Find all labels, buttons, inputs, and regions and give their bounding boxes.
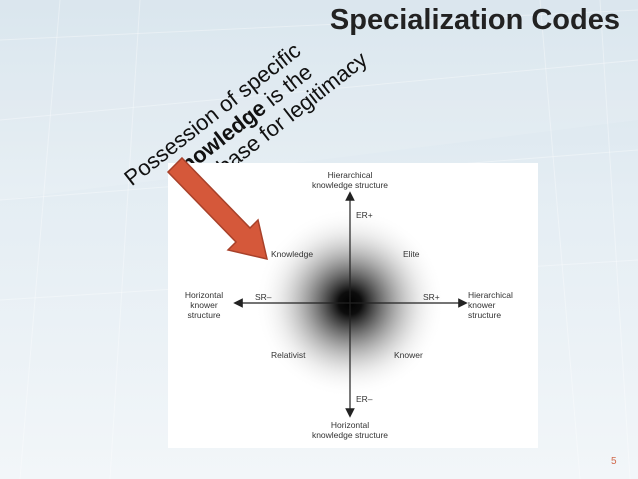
top-axis-label-line2: knowledge structure [311, 180, 389, 190]
sr-minus-label: SR– [255, 292, 272, 302]
quadrant-knower: Knower [394, 350, 423, 360]
bottom-axis-label-line1: Horizontal [330, 420, 370, 430]
quadrant-knowledge: Knowledge [271, 249, 314, 259]
left-axis-label-line3: structure [187, 310, 221, 320]
page-number: 5 [611, 456, 617, 467]
left-axis-label: Horizontal knower structure [174, 290, 234, 320]
top-axis-label: Hierarchical knowledge structure [300, 170, 400, 190]
bottom-axis-label-line2: knowledge structure [311, 430, 389, 440]
right-axis-label-line3: structure [468, 310, 502, 320]
right-axis-label: Hierarchical knower structure [468, 290, 534, 320]
right-axis-label-line1: Hierarchical [468, 290, 513, 300]
slide-title: Specialization Codes [329, 4, 620, 36]
bottom-axis-label: Horizontal knowledge structure [300, 420, 400, 440]
right-axis-label-line2: knower [468, 300, 496, 310]
figure-graphics [233, 191, 468, 418]
pointer-arrow-shape [166, 156, 269, 261]
er-minus-label: ER– [356, 394, 373, 404]
left-axis-label-line2: knower [190, 300, 218, 310]
quadrant-relativist: Relativist [271, 350, 306, 360]
sr-plus-label: SR+ [423, 292, 440, 302]
quadrant-elite: Elite [403, 249, 420, 259]
top-axis-label-line1: Hierarchical [327, 170, 373, 180]
left-axis-label-line1: Horizontal [184, 290, 224, 300]
pointer-arrow [166, 156, 269, 261]
er-plus-label: ER+ [356, 210, 373, 220]
